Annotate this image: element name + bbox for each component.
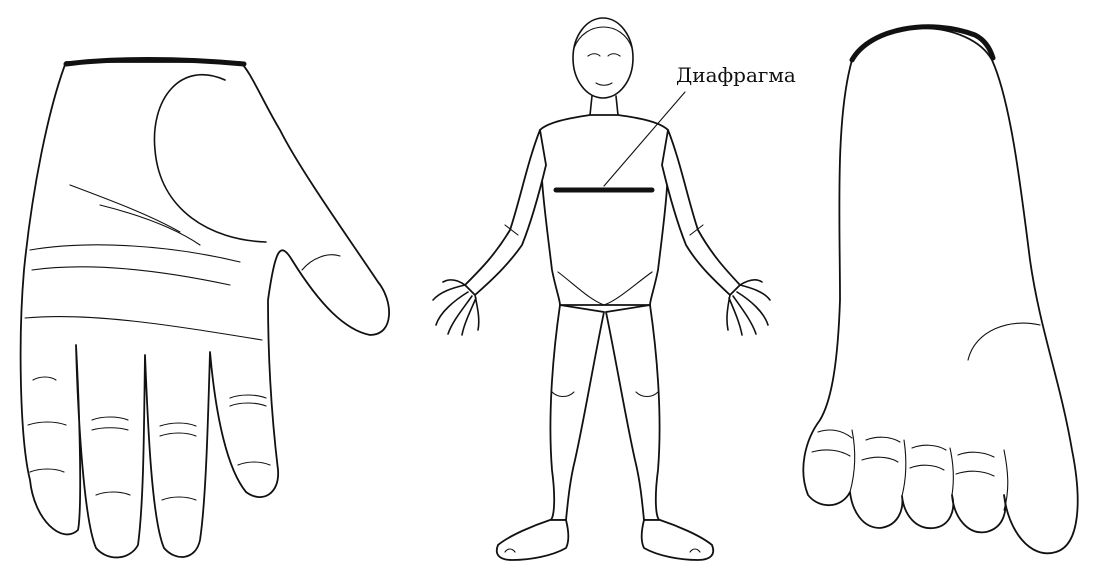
foot-left (497, 520, 569, 560)
foot-right (642, 520, 714, 560)
sole-outline (803, 28, 1077, 553)
mouth (596, 83, 612, 85)
hair-line (574, 27, 632, 48)
palm-outline (21, 62, 389, 557)
leg-right (606, 305, 660, 520)
diaphragm-label: Диафрагма (676, 63, 796, 87)
leg-left (550, 305, 604, 520)
arm-right (662, 130, 740, 295)
head (573, 18, 633, 98)
sole-illustration (803, 27, 1077, 553)
neck (590, 96, 618, 115)
eye-left (588, 54, 600, 56)
body-illustration (433, 18, 770, 560)
arm-left (465, 130, 546, 295)
palm-illustration (21, 60, 389, 558)
torso (540, 115, 668, 305)
eye-right (608, 54, 620, 56)
